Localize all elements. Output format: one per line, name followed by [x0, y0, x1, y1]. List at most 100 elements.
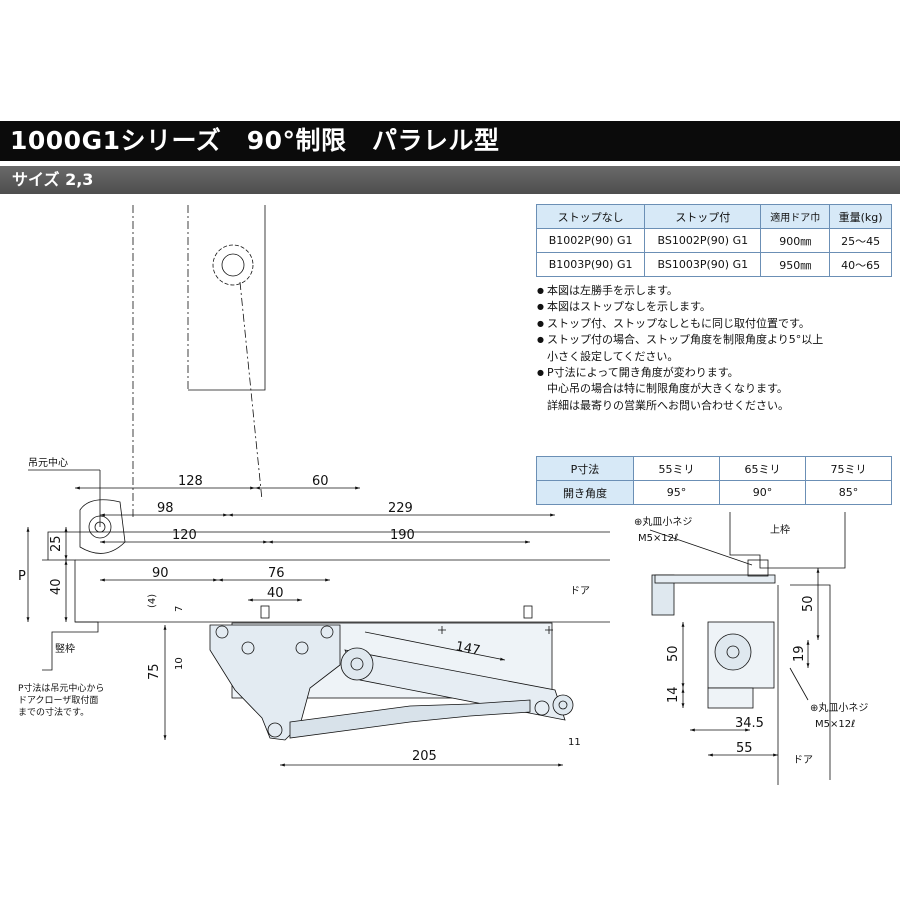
hinge-circle: [212, 244, 254, 286]
note-item: 本図は左勝手を示します。: [537, 283, 887, 300]
frame-outline: [188, 205, 266, 391]
cell-model: B1002P(90) G1: [535, 228, 646, 253]
front-view: [26, 205, 610, 767]
screw-hole: [295, 641, 309, 655]
dim-34-5: 34.5: [735, 716, 764, 731]
table-row: P寸法 55ミリ 65ミリ 75ミリ: [536, 456, 892, 481]
dim-10: 10: [174, 657, 185, 670]
screw-hole: [320, 625, 334, 639]
closer-side-base: [707, 687, 754, 709]
dim-90: 90: [152, 566, 169, 581]
bracket-plate: [209, 624, 341, 741]
pivot-center-label: 吊元中心: [28, 456, 68, 469]
closer-side-circle-inner: [726, 645, 740, 659]
notes-list: 本図は左勝手を示します。 本図はストップなしを示します。 ストップ付、ストップな…: [537, 283, 887, 414]
dim-147: 147: [454, 639, 481, 658]
model-table: ストップなし ストップ付 適用ドア巾 重量(kg) B1002P(90) G1 …: [535, 204, 892, 277]
arm-pivot-inner: [350, 657, 364, 671]
screw-label: ⊕丸皿小ネジ: [634, 515, 692, 528]
closer-side-circle: [714, 633, 752, 671]
screw-size-label: M5×12ℓ: [815, 719, 855, 730]
p-value: 65ミリ: [719, 456, 806, 481]
screw-hole: [241, 641, 255, 655]
note-item: 本図はストップなしを示します。: [537, 299, 887, 316]
hinge-circle-inner: [221, 253, 245, 277]
note-item: ストップ付の場合、ストップ角度を制限角度より5°以上 小さく設定してください。: [537, 332, 887, 365]
arm-center-line: [239, 281, 263, 501]
dim-7: 7: [174, 606, 185, 612]
side-view: [649, 512, 846, 785]
dim-14: 14: [666, 686, 681, 703]
dim-40: 40: [267, 586, 284, 601]
top-frame: [729, 512, 846, 569]
p-dimension-note: P寸法は吊元中心から ドアクローザ取付面 までの寸法です。: [18, 684, 105, 718]
dim-40-vertical: 40: [49, 578, 64, 595]
dim-229: 229: [388, 501, 413, 516]
dim-60: 60: [312, 474, 329, 489]
stop-marker: [260, 605, 270, 619]
p-value: 55ミリ: [633, 456, 720, 481]
size-subtitle: サイズ 2,3: [0, 166, 900, 194]
cell-model-stop: BS1003P(90) G1: [644, 252, 762, 277]
dim-50-body: 50: [666, 645, 681, 662]
dim-line: [364, 631, 506, 661]
dim-55: 55: [736, 741, 753, 756]
frame-label: 竪枠: [55, 642, 75, 655]
angle-value: 85°: [805, 480, 892, 505]
p-label: P: [18, 569, 26, 584]
dim-19: 19: [792, 645, 807, 662]
page-title: 1000G1シリーズ 90°制限 パラレル型: [0, 121, 900, 161]
header-with-stop: ストップ付: [644, 204, 762, 229]
note-item: P寸法によって開き角度が変わります。 中心吊の場合は特に制限角度が大きくなります…: [537, 365, 887, 414]
dim-75: 75: [147, 663, 162, 680]
screw-hole: [215, 625, 229, 639]
header-weight: 重量(kg): [829, 204, 892, 229]
door-top-line: [47, 531, 610, 560]
note-item: ストップ付、ストップなしともに同じ取付位置です。: [537, 316, 887, 333]
table-row: 開き角度 95° 90° 85°: [536, 480, 892, 505]
dim-190: 190: [390, 528, 415, 543]
dim-76: 76: [268, 566, 285, 581]
arm-bar: [654, 574, 776, 584]
dim-50-side: 50: [801, 595, 816, 612]
dim-25: 25: [49, 535, 64, 552]
top-frame-label: 上枠: [770, 523, 790, 536]
frame-edge: [790, 584, 831, 780]
angle-row-label: 開き角度: [536, 480, 634, 505]
dim-11: 11: [568, 737, 581, 748]
plus-marks: [438, 626, 553, 634]
vertical-frame: [42, 559, 99, 671]
cell-door-width: 900㎜: [760, 228, 831, 253]
leader: [649, 529, 753, 566]
adjust-rod: [289, 699, 531, 739]
p-value: 75ミリ: [805, 456, 892, 481]
cell-model: B1003P(90) G1: [535, 252, 646, 277]
arm-pivot: [340, 647, 374, 681]
screw-label: ⊕丸皿小ネジ: [810, 701, 868, 714]
dim-4: (4): [147, 594, 158, 608]
dim-205: 205: [412, 749, 437, 764]
cell-weight: 40～65: [829, 252, 892, 277]
pivot-shape: [79, 499, 126, 554]
rod-end: [267, 722, 283, 738]
door-label: ドア: [570, 586, 590, 597]
dim-120: 120: [172, 528, 197, 543]
door-label-side: ドア: [793, 755, 813, 766]
dim-128: 128: [178, 474, 203, 489]
header-no-stop: ストップなし: [535, 204, 646, 229]
dim-98: 98: [157, 501, 174, 516]
arm-end: [552, 694, 574, 716]
top-bracket: [747, 559, 769, 577]
table-row: B1002P(90) G1 BS1002P(90) G1 900㎜ 25～45: [535, 228, 892, 253]
angle-value: 90°: [719, 480, 806, 505]
rod-end: [534, 700, 550, 716]
cell-door-width: 950㎜: [760, 252, 831, 277]
table-row: B1003P(90) G1 BS1003P(90) G1 950㎜ 40～65: [535, 252, 892, 277]
model-table-header: ストップなし ストップ付 適用ドア巾 重量(kg): [535, 204, 892, 229]
stop-marker: [523, 605, 533, 619]
leader: [789, 667, 809, 701]
angle-value: 95°: [633, 480, 720, 505]
arm-end-inner: [558, 700, 568, 710]
p-dimension-table: P寸法 55ミリ 65ミリ 75ミリ 開き角度 95° 90° 85°: [536, 456, 892, 505]
